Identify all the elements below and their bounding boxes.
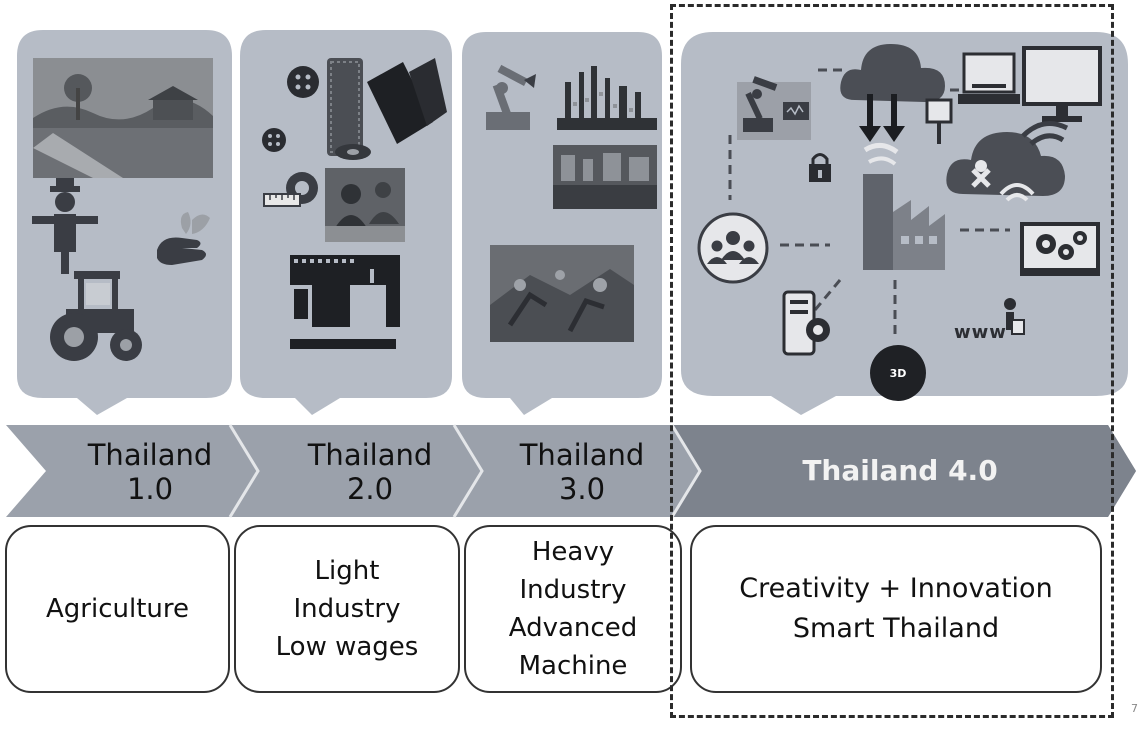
stage3-description: Heavy Industry Advanced Machine xyxy=(508,537,638,681)
monitor-icon xyxy=(1022,46,1102,122)
tractor-icon xyxy=(50,271,142,361)
stage3-label: Thailand 3.0 xyxy=(519,438,645,506)
mobile-gear-icon xyxy=(782,290,830,356)
laptop-icon xyxy=(958,52,1020,104)
stage1-description-box: Agriculture xyxy=(5,525,230,693)
thailand-4-highlight-frame xyxy=(670,4,1114,718)
stage4-label: Thailand 4.0 xyxy=(802,454,998,487)
refinery-icon xyxy=(557,66,657,130)
stage1-description: Agriculture xyxy=(46,594,189,624)
sewing-machine-icon xyxy=(290,255,400,349)
measuring-tape-icon xyxy=(263,172,318,207)
assembly-line-photo xyxy=(490,245,634,342)
3d-badge-label: 3D xyxy=(889,366,907,380)
scarecrow-icon xyxy=(32,178,98,274)
people-icon xyxy=(697,212,769,284)
robot-arm-icon xyxy=(486,64,536,130)
sewing-workers-photo xyxy=(325,168,405,242)
page-number: 7 xyxy=(1131,702,1138,715)
www-person-icon: www xyxy=(950,296,1030,346)
stage4-description-box: Creativity + Innovation Smart Thailand xyxy=(690,525,1102,693)
stage1-label: Thailand 1.0 xyxy=(87,438,213,506)
factory-photo xyxy=(553,145,657,209)
stage2-description-box: Light Industry Low wages xyxy=(234,525,460,693)
3d-badge-icon: 3D xyxy=(870,345,926,401)
smart-factory-icon xyxy=(863,143,945,270)
robot-computer-icon xyxy=(737,76,811,140)
fabric-rolls-icon xyxy=(327,58,447,160)
gears-screen-icon xyxy=(1020,222,1100,276)
cloud-icon xyxy=(840,44,945,142)
stage3-description-box: Heavy Industry Advanced Machine xyxy=(464,525,682,693)
stage4-description: Creativity + Innovation Smart Thailand xyxy=(739,573,1053,644)
hand-plant-icon xyxy=(157,212,210,265)
www-label: www xyxy=(954,322,1007,343)
stage2-description: Light Industry Low wages xyxy=(275,556,419,662)
village-photo xyxy=(33,58,213,178)
lock-icon xyxy=(809,153,831,182)
stage2-label: Thailand 2.0 xyxy=(307,438,433,506)
wifi-tools-icon xyxy=(946,121,1069,202)
timeline-arrow-band xyxy=(6,424,1136,518)
buttons-icon xyxy=(262,66,319,152)
monitor-stand-icon xyxy=(925,98,953,144)
